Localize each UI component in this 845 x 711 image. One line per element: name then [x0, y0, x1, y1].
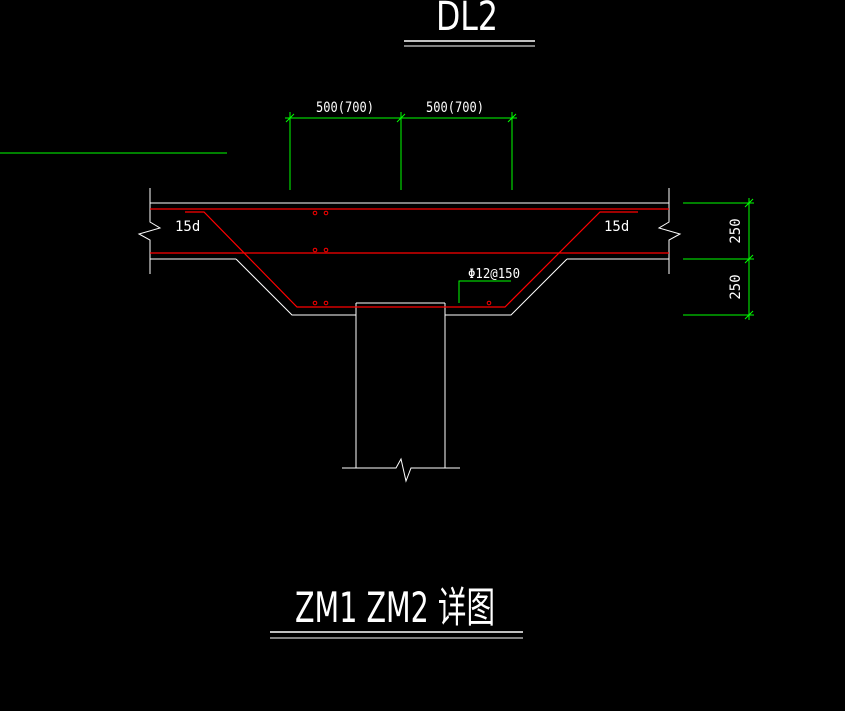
right-dim-tick-bottom	[744, 310, 754, 320]
top-title: DL2	[436, 0, 498, 40]
rebar-dot	[323, 247, 329, 253]
rebar-spec-leader	[458, 280, 511, 303]
rebar-group	[150, 208, 669, 308]
right-dimension-group	[683, 198, 754, 320]
anchor-label-right: 15d	[604, 219, 629, 235]
break-line-left	[137, 188, 162, 274]
right-dim-label-lower: 250	[728, 274, 744, 299]
leader-line	[458, 280, 511, 303]
anchor-label-left: 15d	[175, 219, 200, 235]
bent-rebar	[185, 211, 638, 308]
top-dimension-group	[285, 112, 517, 190]
rebar-dot	[486, 300, 492, 306]
rebar-dot	[323, 300, 329, 306]
column-break-line	[342, 457, 460, 483]
rebar-spec-label: Φ12@150	[468, 267, 520, 282]
drop-panel-outline-right	[445, 258, 568, 316]
top-dim-label-right: 500(700)	[426, 100, 484, 116]
column	[342, 302, 460, 483]
drop-panel-outline	[235, 258, 356, 316]
break-line-right	[657, 188, 682, 274]
main-title: ZM1 ZM2 详图	[295, 583, 495, 632]
top-dim-tick-left	[285, 113, 295, 123]
rebar-dots	[312, 210, 492, 306]
rebar-dot	[312, 300, 318, 306]
top-dim-tick-right	[507, 113, 517, 123]
main-title-group: ZM1 ZM2 详图	[270, 583, 523, 639]
top-title-group: DL2	[404, 0, 535, 47]
top-dim-tick-mid	[396, 113, 406, 123]
slab-outline	[137, 188, 682, 316]
rebar-dot	[312, 210, 318, 216]
right-dim-label-upper: 250	[728, 218, 744, 243]
top-dim-label-left: 500(700)	[316, 100, 374, 116]
right-dim-tick-mid	[744, 254, 754, 264]
rebar-dot	[312, 247, 318, 253]
right-dim-tick-top	[744, 198, 754, 208]
rebar-dot	[323, 210, 329, 216]
